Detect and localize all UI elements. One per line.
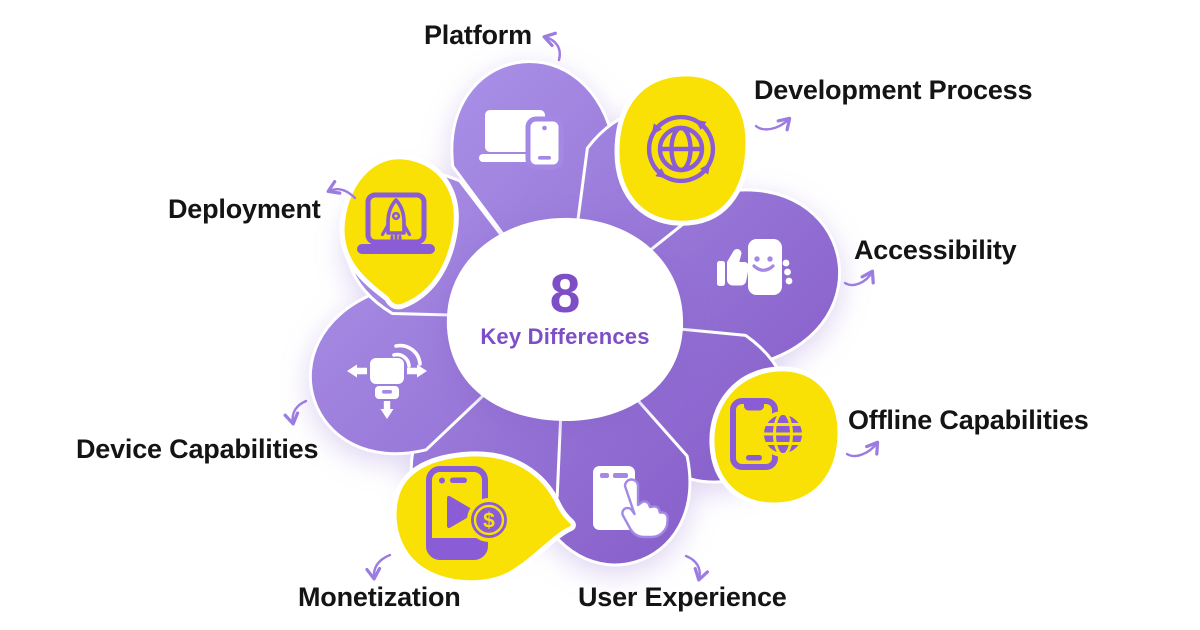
label-deployment: Deployment (168, 194, 321, 224)
label-offline-capabilities: Offline Capabilities (848, 405, 1089, 435)
arrow-platform (542, 31, 561, 62)
label-development-process: Development Process (754, 75, 1033, 105)
arrow-device-capabilities (283, 399, 308, 426)
label-device-capabilities: Device Capabilities (76, 434, 319, 464)
laptop-rocket-launch-icon (357, 192, 435, 254)
phone-smiley-thumbs-up-icon (717, 239, 793, 295)
center-title: 8 Key Differences (445, 266, 685, 350)
label-user-experience: User Experience (578, 582, 787, 612)
center-blob (446, 217, 684, 422)
center-label: Key Differences (480, 324, 650, 349)
center-number: 8 (549, 262, 581, 324)
label-monetization: Monetization (298, 582, 461, 612)
arrow-offline-capabilities (845, 440, 880, 458)
label-platform: Platform (424, 20, 532, 50)
arrow-monetization (365, 553, 392, 581)
globe-cycle-arrows-icon (647, 115, 714, 182)
label-accessibility: Accessibility (854, 235, 1017, 265)
arrow-accessibility (843, 269, 875, 287)
arrow-deployment (326, 179, 357, 200)
device-motion-wifi-icon (347, 343, 427, 419)
phone-globe-icon (730, 398, 806, 470)
arrow-development-process (754, 116, 792, 132)
pointer-arrows (283, 31, 880, 582)
dollar-sign: $ (483, 510, 495, 533)
laptop-and-phone-icon (479, 110, 564, 170)
finger-tap-screen-icon (593, 466, 669, 539)
phone-play-dollar-coin-icon: $ (426, 466, 511, 560)
arrow-user-experience (684, 554, 710, 582)
